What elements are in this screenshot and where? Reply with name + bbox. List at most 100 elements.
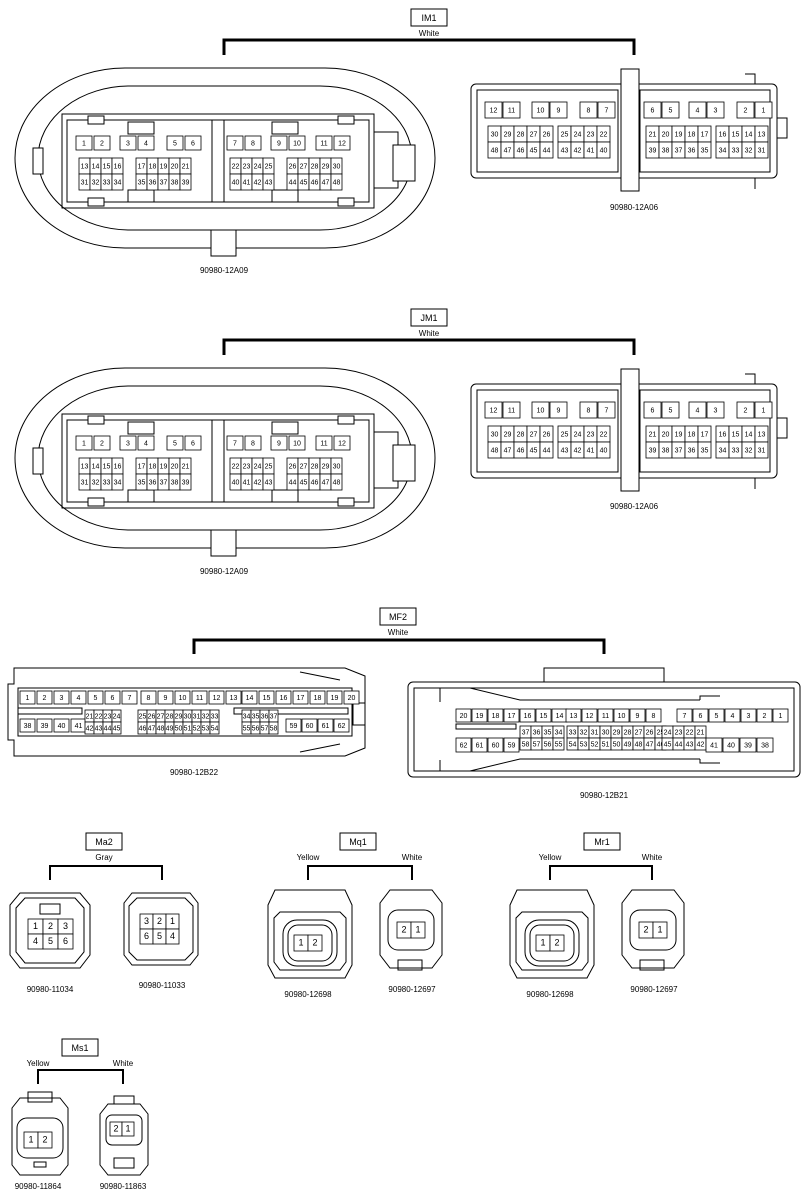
pin-number: 55 xyxy=(555,742,563,749)
pin-number: 34 xyxy=(243,714,251,721)
pin-number: 35 xyxy=(544,730,552,737)
pin-number: 45 xyxy=(113,726,121,733)
cavity xyxy=(471,708,488,723)
pin-number: 30 xyxy=(333,164,341,171)
pin-number: 1 xyxy=(540,938,545,948)
pin-number: 59 xyxy=(290,723,298,730)
pin-number: 35 xyxy=(701,448,709,455)
pin-number: 39 xyxy=(649,148,657,155)
pin-number: 10 xyxy=(293,441,301,448)
pin-number: 45 xyxy=(664,742,672,749)
pin-number: 53 xyxy=(580,742,588,749)
pin-number: 13 xyxy=(758,432,766,439)
pin-number: 52 xyxy=(193,726,201,733)
cavity xyxy=(309,690,326,705)
pin-number: 45 xyxy=(300,480,308,487)
pin-number: 11 xyxy=(320,441,327,448)
pin-number: 2 xyxy=(157,916,162,926)
cavity xyxy=(754,101,773,119)
pin-number: 15 xyxy=(732,432,740,439)
cavity xyxy=(487,708,504,723)
cavity xyxy=(317,718,334,733)
cavity xyxy=(502,401,521,419)
cavity xyxy=(179,173,192,191)
pin-number: 3 xyxy=(63,921,68,931)
wire-color: White xyxy=(388,628,409,637)
pin-number: 30 xyxy=(491,132,499,139)
pin-number: 44 xyxy=(543,448,551,455)
pin-number: 24 xyxy=(254,464,262,471)
pin-number: 40 xyxy=(727,743,735,750)
pin-number: 46 xyxy=(517,448,525,455)
pin-number: 23 xyxy=(243,464,251,471)
cavity xyxy=(285,718,302,733)
pin-number: 42 xyxy=(254,480,262,487)
pin-number: 10 xyxy=(179,695,187,702)
part-number: 90980-12A06 xyxy=(610,203,659,212)
pin-number: 56 xyxy=(252,726,260,733)
pin-number: 43 xyxy=(265,180,273,187)
pin-number: 34 xyxy=(114,480,122,487)
part-number: 90980-11033 xyxy=(139,981,186,990)
pin-number: 33 xyxy=(569,730,577,737)
pin-number: 4 xyxy=(144,141,148,148)
pin-number: 18 xyxy=(149,464,157,471)
pin-number: 4 xyxy=(696,408,700,415)
pin-number: 40 xyxy=(600,148,608,155)
pin-number: 6 xyxy=(144,931,149,941)
pin-number: 11 xyxy=(602,713,609,720)
pin-number: 60 xyxy=(492,743,500,750)
pin-number: 34 xyxy=(719,148,727,155)
pin-number: 37 xyxy=(522,730,530,737)
pin-number: 22 xyxy=(232,464,240,471)
pin-number: 14 xyxy=(556,713,564,720)
pin-number: 1 xyxy=(762,108,766,115)
pin-number: 53 xyxy=(202,726,210,733)
pin-number: 46 xyxy=(139,726,147,733)
pin-number: 13 xyxy=(230,695,238,702)
cavity xyxy=(119,135,137,151)
pin-number: 30 xyxy=(333,464,341,471)
pin-number: 21 xyxy=(86,714,94,721)
cavity xyxy=(724,708,741,723)
pin-number: 62 xyxy=(460,743,468,750)
pin-number: 28 xyxy=(517,132,525,139)
pin-number: 9 xyxy=(636,713,640,720)
pin-number: 40 xyxy=(600,448,608,455)
pin-number: 40 xyxy=(58,723,66,730)
cavity xyxy=(652,921,668,939)
pin-number: 23 xyxy=(243,164,251,171)
pin-number: 45 xyxy=(530,148,538,155)
pin-number: 17 xyxy=(138,164,146,171)
pin-number: 1 xyxy=(779,713,783,720)
pin-number: 60 xyxy=(306,723,314,730)
cavity xyxy=(579,101,598,119)
pin-number: 11 xyxy=(320,141,327,148)
pin-number: 40 xyxy=(232,480,240,487)
pin-number: 51 xyxy=(184,726,192,733)
pin-number: 14 xyxy=(745,132,753,139)
pin-number: 47 xyxy=(504,448,512,455)
pin-number: 61 xyxy=(322,723,330,730)
cavity xyxy=(502,101,521,119)
cavity xyxy=(739,737,757,753)
pin-number: 1 xyxy=(415,925,420,935)
pin-number: 6 xyxy=(699,713,703,720)
pin-number: 25 xyxy=(657,730,665,737)
pin-number: 41 xyxy=(243,180,251,187)
cavity xyxy=(697,141,712,159)
pin-number: 15 xyxy=(540,713,548,720)
pin-number: 31 xyxy=(758,148,766,155)
pin-number: 8 xyxy=(251,441,255,448)
pin-number: 2 xyxy=(554,938,559,948)
cavity xyxy=(705,737,723,753)
pin-number: 3 xyxy=(714,108,718,115)
pin-number: 12 xyxy=(213,695,221,702)
cavity xyxy=(121,1121,135,1137)
pin-number: 47 xyxy=(148,726,156,733)
